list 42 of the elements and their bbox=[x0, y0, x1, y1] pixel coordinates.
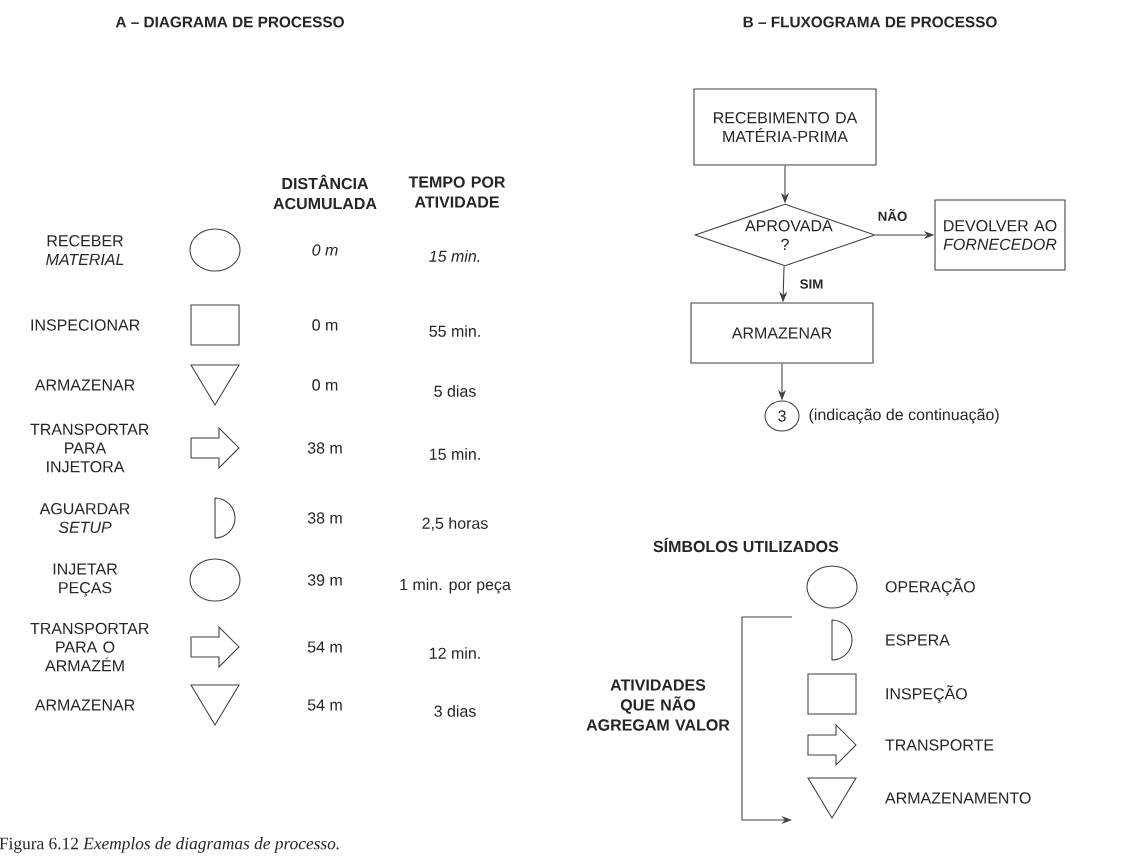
legend-text: OPERAÇÃO bbox=[885, 578, 975, 596]
note: (indicação de continuação) bbox=[809, 408, 999, 424]
distance-value: 0 m bbox=[312, 379, 338, 391]
bracket-label: ATIVIDADES QUE NÃO AGREGAM VALOR bbox=[586, 679, 730, 731]
distance-value: 0 m bbox=[312, 244, 338, 256]
section-title: A – DIAGRAMA DE PROCESSO bbox=[115, 16, 344, 28]
time-value: 2,5 horas bbox=[422, 517, 488, 531]
time-value: 15 min. bbox=[430, 448, 480, 460]
edge-label: NÃO bbox=[876, 207, 909, 223]
activity-name: TRANSPORTAR PARA O ARMAZÉM bbox=[30, 622, 149, 672]
figure-caption: Figura 6.12 Exemplos de diagramas de processo. bbox=[0, 837, 339, 853]
activity-name: AGUARDAR SETUP bbox=[39, 503, 130, 533]
process-box: DEVOLVER AO FORNECEDOR bbox=[934, 199, 1066, 271]
legend-text: ESPERA bbox=[886, 634, 950, 646]
activity-name: RECEBER MATERIAL bbox=[46, 235, 124, 265]
distance-value: 0 m bbox=[312, 319, 338, 331]
process-box: RECEBIMENTO DA MATÉRIA-PRIMA bbox=[693, 88, 877, 166]
edge-label: SIM bbox=[798, 277, 825, 291]
time-value: 1 min. por peça bbox=[400, 578, 511, 594]
legend-text: ARMAZENAMENTO bbox=[885, 792, 1031, 804]
distance-value: 38 m bbox=[307, 512, 342, 524]
time-value: 3 dias bbox=[434, 705, 476, 717]
time-value: 15 min. bbox=[429, 250, 480, 262]
activity-name: TRANSPORTAR PARA INJETORA bbox=[30, 423, 149, 473]
distance-value: 38 m bbox=[307, 442, 342, 454]
activity-name: INJETAR PEÇAS bbox=[53, 563, 117, 597]
column-header: TEMPO POR ATIVIDADE bbox=[408, 176, 506, 208]
activity-name: ARMAZENAR bbox=[34, 699, 135, 711]
time-value: 55 min. bbox=[429, 325, 480, 337]
time-value: 5 dias bbox=[434, 385, 476, 397]
distance-value: 54 m bbox=[307, 699, 342, 711]
column-header: DISTÂNCIA ACUMULADA bbox=[273, 174, 377, 210]
legend-text: TRANSPORTE bbox=[885, 739, 994, 751]
distance-value: 39 m bbox=[307, 574, 342, 586]
section-title: SÍMBOLOS UTILIZADOS bbox=[653, 537, 839, 553]
distance-value: 54 m bbox=[307, 641, 342, 653]
activity-name: INSPECIONAR bbox=[31, 319, 140, 331]
process-box: ARMAZENAR bbox=[690, 302, 874, 364]
section-title: B – FLUXOGRAMA DE PROCESSO bbox=[743, 16, 997, 28]
time-value: 12 min. bbox=[430, 647, 480, 659]
legend-text: INSPEÇÃO bbox=[886, 685, 967, 703]
activity-name: ARMAZENAR bbox=[34, 379, 135, 391]
